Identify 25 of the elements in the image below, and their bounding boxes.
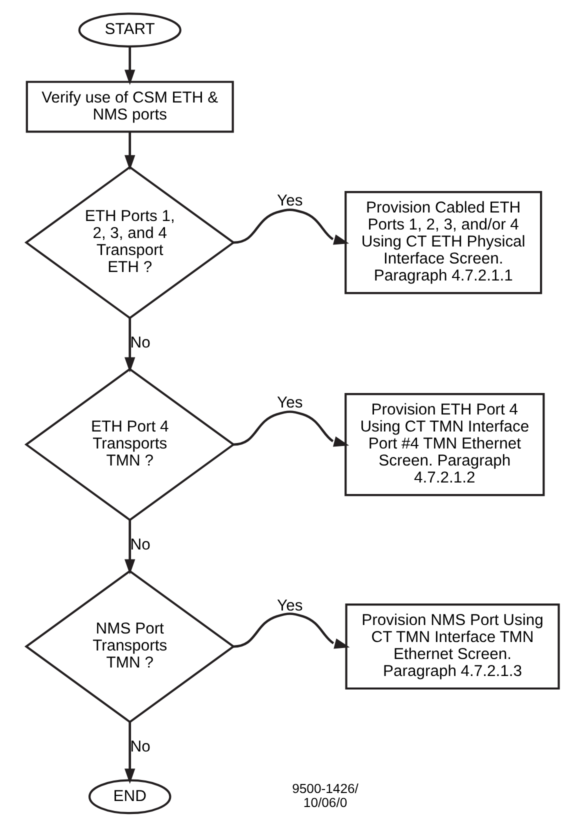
edge-label: No [130, 536, 150, 554]
label: 9500-1426/ [292, 780, 358, 796]
arrow [124, 132, 136, 170]
edge-label: No [130, 738, 150, 756]
node-box: Verify use of CSM ETH & NMS ports [26, 80, 234, 133]
node-diamond: NMS Port Transports TMN ? [24, 570, 236, 724]
node-diamond: ETH Ports 1, 2, 3, and 4 Transport ETH ? [24, 166, 236, 320]
node-box: Provision Cabled ETH Ports 1, 2, 3, and/or 4 Using CT ETH Physical Interface Screen. Paragraph 4.7.2.1.1 [344, 191, 542, 294]
node-ellipse: END [88, 779, 172, 814]
arrow [233, 208, 350, 245]
arrow [233, 410, 350, 447]
arrow [124, 722, 136, 784]
node-box: Provision ETH Port 4 Using CT TMN Interface Port #4 TMN Ethernet Screen. Paragraph 4.7.2.1.2 [344, 393, 545, 496]
arrow [233, 612, 350, 649]
node-box: Provision NMS Port Using CT TMN Interface TMN Ethernet Screen. Paragraph 4.7.2.1.3 [345, 604, 560, 690]
edge-label: Yes [277, 598, 303, 615]
arrow [124, 318, 136, 372]
edge-label: No [130, 334, 150, 352]
arrow [124, 520, 136, 574]
node-ellipse: START [78, 12, 182, 48]
label: 10/06/0 [303, 795, 348, 810]
arrow [124, 46, 136, 85]
edge-label: Yes [277, 192, 303, 210]
edge-label: Yes [277, 394, 303, 412]
node-diamond: ETH Port 4 Transports TMN ? [24, 368, 236, 522]
